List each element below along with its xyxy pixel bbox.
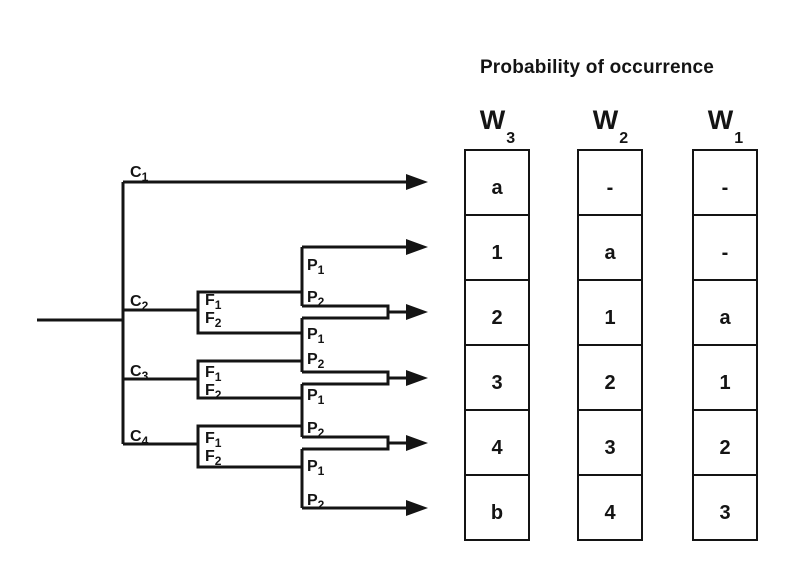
f-box-c3 (196, 359, 302, 400)
w1-cell-row2: - (692, 214, 758, 281)
label-sub: 2 (318, 357, 325, 371)
column-header-w3: W3 (464, 105, 530, 148)
p2-label-2: P2 (307, 351, 325, 371)
probability-column-w1: - - a 1 2 3 (692, 149, 758, 541)
label-base: F (205, 310, 215, 327)
w3-cell-row2: 1 (464, 214, 530, 281)
label-base: W (707, 105, 734, 135)
c4-f1-label: F1 (205, 430, 222, 450)
w1-cell-row4: 1 (692, 344, 758, 411)
label-base: P (307, 387, 318, 404)
p1-label-2: P1 (307, 326, 325, 346)
label-sub: 3 (506, 130, 516, 147)
label-base: C (130, 363, 142, 380)
label-sub: 2 (318, 295, 325, 309)
probability-column-w2: - a 1 2 3 4 (577, 149, 643, 541)
p1-label-4: P1 (307, 458, 325, 478)
w3-cell-row5: 4 (464, 409, 530, 476)
column-header-w2: W2 (577, 105, 643, 148)
label-base: P (307, 492, 318, 509)
label-sub: 1 (318, 464, 325, 478)
label-base: P (307, 289, 318, 306)
label-base: P (307, 458, 318, 475)
label-base: P (307, 326, 318, 343)
label-base: F (205, 382, 215, 399)
w3-cell-row4: 3 (464, 344, 530, 411)
p2-label-1: P2 (307, 289, 325, 309)
w3-cell-row3: 2 (464, 279, 530, 346)
c3-f1-label: F1 (205, 364, 222, 384)
w1-cell-row6: 3 (692, 474, 758, 541)
c1-label: C1 (130, 164, 149, 184)
label-base: P (307, 351, 318, 368)
c4-f2-label: F2 (205, 448, 222, 468)
w2-cell-row6: 4 (577, 474, 643, 541)
label-base: W (592, 105, 619, 135)
f-box-c2 (196, 290, 302, 335)
w2-cell-row1: - (577, 149, 643, 216)
row5-arrowhead-icon (406, 435, 428, 451)
w2-cell-row3: 1 (577, 279, 643, 346)
label-base: C (130, 164, 142, 181)
figure-title: Probability of occurrence (479, 57, 715, 78)
c2-f1-label: F1 (205, 292, 222, 312)
probability-column-w3: a 1 2 3 4 b (464, 149, 530, 541)
w1-cell-row1: - (692, 149, 758, 216)
label-sub: 2 (318, 426, 325, 440)
c2-f2-label: F2 (205, 310, 222, 330)
p2-label-3: P2 (307, 420, 325, 440)
label-base: P (307, 257, 318, 274)
row6-arrowhead-icon (406, 500, 428, 516)
merge-box-row3 (302, 304, 390, 320)
label-base: F (205, 292, 215, 309)
label-sub: 1 (215, 298, 222, 312)
row4-arrowhead-icon (406, 370, 428, 386)
p2-label-4: P2 (307, 492, 325, 512)
label-sub: 1 (318, 332, 325, 346)
label-sub: 2 (215, 316, 222, 330)
label-base: P (307, 420, 318, 437)
w2-cell-row4: 2 (577, 344, 643, 411)
w1-cell-row3: a (692, 279, 758, 346)
label-sub: 1 (318, 263, 325, 277)
label-sub: 1 (734, 130, 744, 147)
label-sub: 2 (318, 498, 325, 512)
label-base: F (205, 430, 215, 447)
label-sub: 2 (142, 299, 149, 313)
label-sub: 1 (215, 436, 222, 450)
label-base: C (130, 293, 142, 310)
label-sub: 1 (142, 170, 149, 184)
label-base: F (205, 364, 215, 381)
p1-label-1: P1 (307, 257, 325, 277)
row3-arrowhead-icon (406, 304, 428, 320)
merge-box-row5 (302, 435, 390, 451)
c2-label: C2 (130, 293, 149, 313)
merge-box-row4 (302, 370, 390, 386)
label-base: C (130, 428, 142, 445)
c3-label: C3 (130, 363, 149, 383)
w1-cell-row5: 2 (692, 409, 758, 476)
label-sub: 1 (318, 393, 325, 407)
w2-cell-row2: a (577, 214, 643, 281)
f-box-c4 (196, 424, 302, 469)
label-base: F (205, 448, 215, 465)
w3-cell-row1: a (464, 149, 530, 216)
c1-arrowhead-icon (406, 174, 428, 190)
label-base: W (479, 105, 506, 135)
label-sub: 3 (142, 369, 149, 383)
label-sub: 2 (215, 388, 222, 402)
label-sub: 1 (215, 370, 222, 384)
c3-f2-label: F2 (205, 382, 222, 402)
w3-cell-row6: b (464, 474, 530, 541)
c4-label: C4 (130, 428, 149, 448)
row2-arrowhead-icon (406, 239, 428, 255)
label-sub: 2 (619, 130, 629, 147)
p1-label-3: P1 (307, 387, 325, 407)
column-header-w1: W1 (692, 105, 758, 148)
label-sub: 4 (142, 434, 149, 448)
label-sub: 2 (215, 454, 222, 468)
w2-cell-row5: 3 (577, 409, 643, 476)
